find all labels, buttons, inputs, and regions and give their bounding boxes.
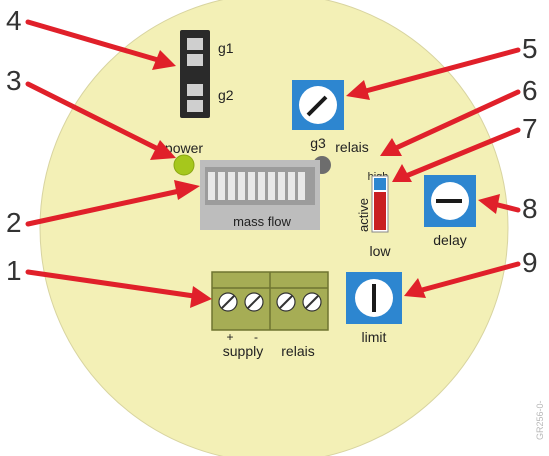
callout-arrow-3 (25, 81, 176, 160)
limit-potentiometer-icon (346, 272, 402, 324)
delay-potentiometer-icon (424, 175, 476, 227)
power-label: power (165, 140, 203, 156)
callout-2: 2 (6, 207, 22, 238)
plus-label: + (226, 330, 233, 344)
limit-label: limit (362, 329, 387, 345)
mass-flow-label: mass flow (233, 214, 291, 229)
callout-arrow-8 (478, 194, 521, 214)
callout-6: 6 (522, 75, 538, 106)
delay-label: delay (433, 232, 466, 248)
minus-label: - (254, 330, 258, 344)
callout-3: 3 (6, 65, 22, 96)
relais-terminal-label: relais (281, 343, 314, 359)
callout-8: 8 (522, 193, 538, 224)
callout-4: 4 (6, 5, 22, 36)
low-label: low (369, 243, 391, 259)
callout-arrow-5 (346, 47, 521, 100)
g3-potentiometer-icon (292, 80, 344, 130)
callout-7: 7 (522, 113, 538, 144)
terminal-block-icon (211, 271, 329, 331)
g3-label: g3 (310, 135, 326, 151)
g1-label: g1 (218, 40, 234, 56)
callout-5: 5 (522, 33, 538, 64)
relais-led-label: relais (335, 139, 368, 155)
watermark: GR256-0- (535, 400, 545, 440)
callout-arrow-4 (25, 19, 176, 70)
callout-1: 1 (6, 255, 22, 286)
active-label: active (356, 198, 371, 232)
callout-arrow-9 (404, 261, 521, 298)
callout-9: 9 (522, 247, 538, 278)
callout-arrow-7 (392, 127, 521, 182)
callout-arrow-2 (25, 180, 200, 227)
bar-graph-icon (200, 160, 320, 230)
callout-arrow-1 (25, 269, 212, 308)
supply-label: supply (223, 343, 263, 359)
level-indicator-icon (371, 175, 389, 233)
power-led-icon (173, 154, 195, 176)
callout-arrow-6 (380, 89, 521, 156)
dip-switch-icon (180, 30, 210, 118)
g2-label: g2 (218, 87, 234, 103)
